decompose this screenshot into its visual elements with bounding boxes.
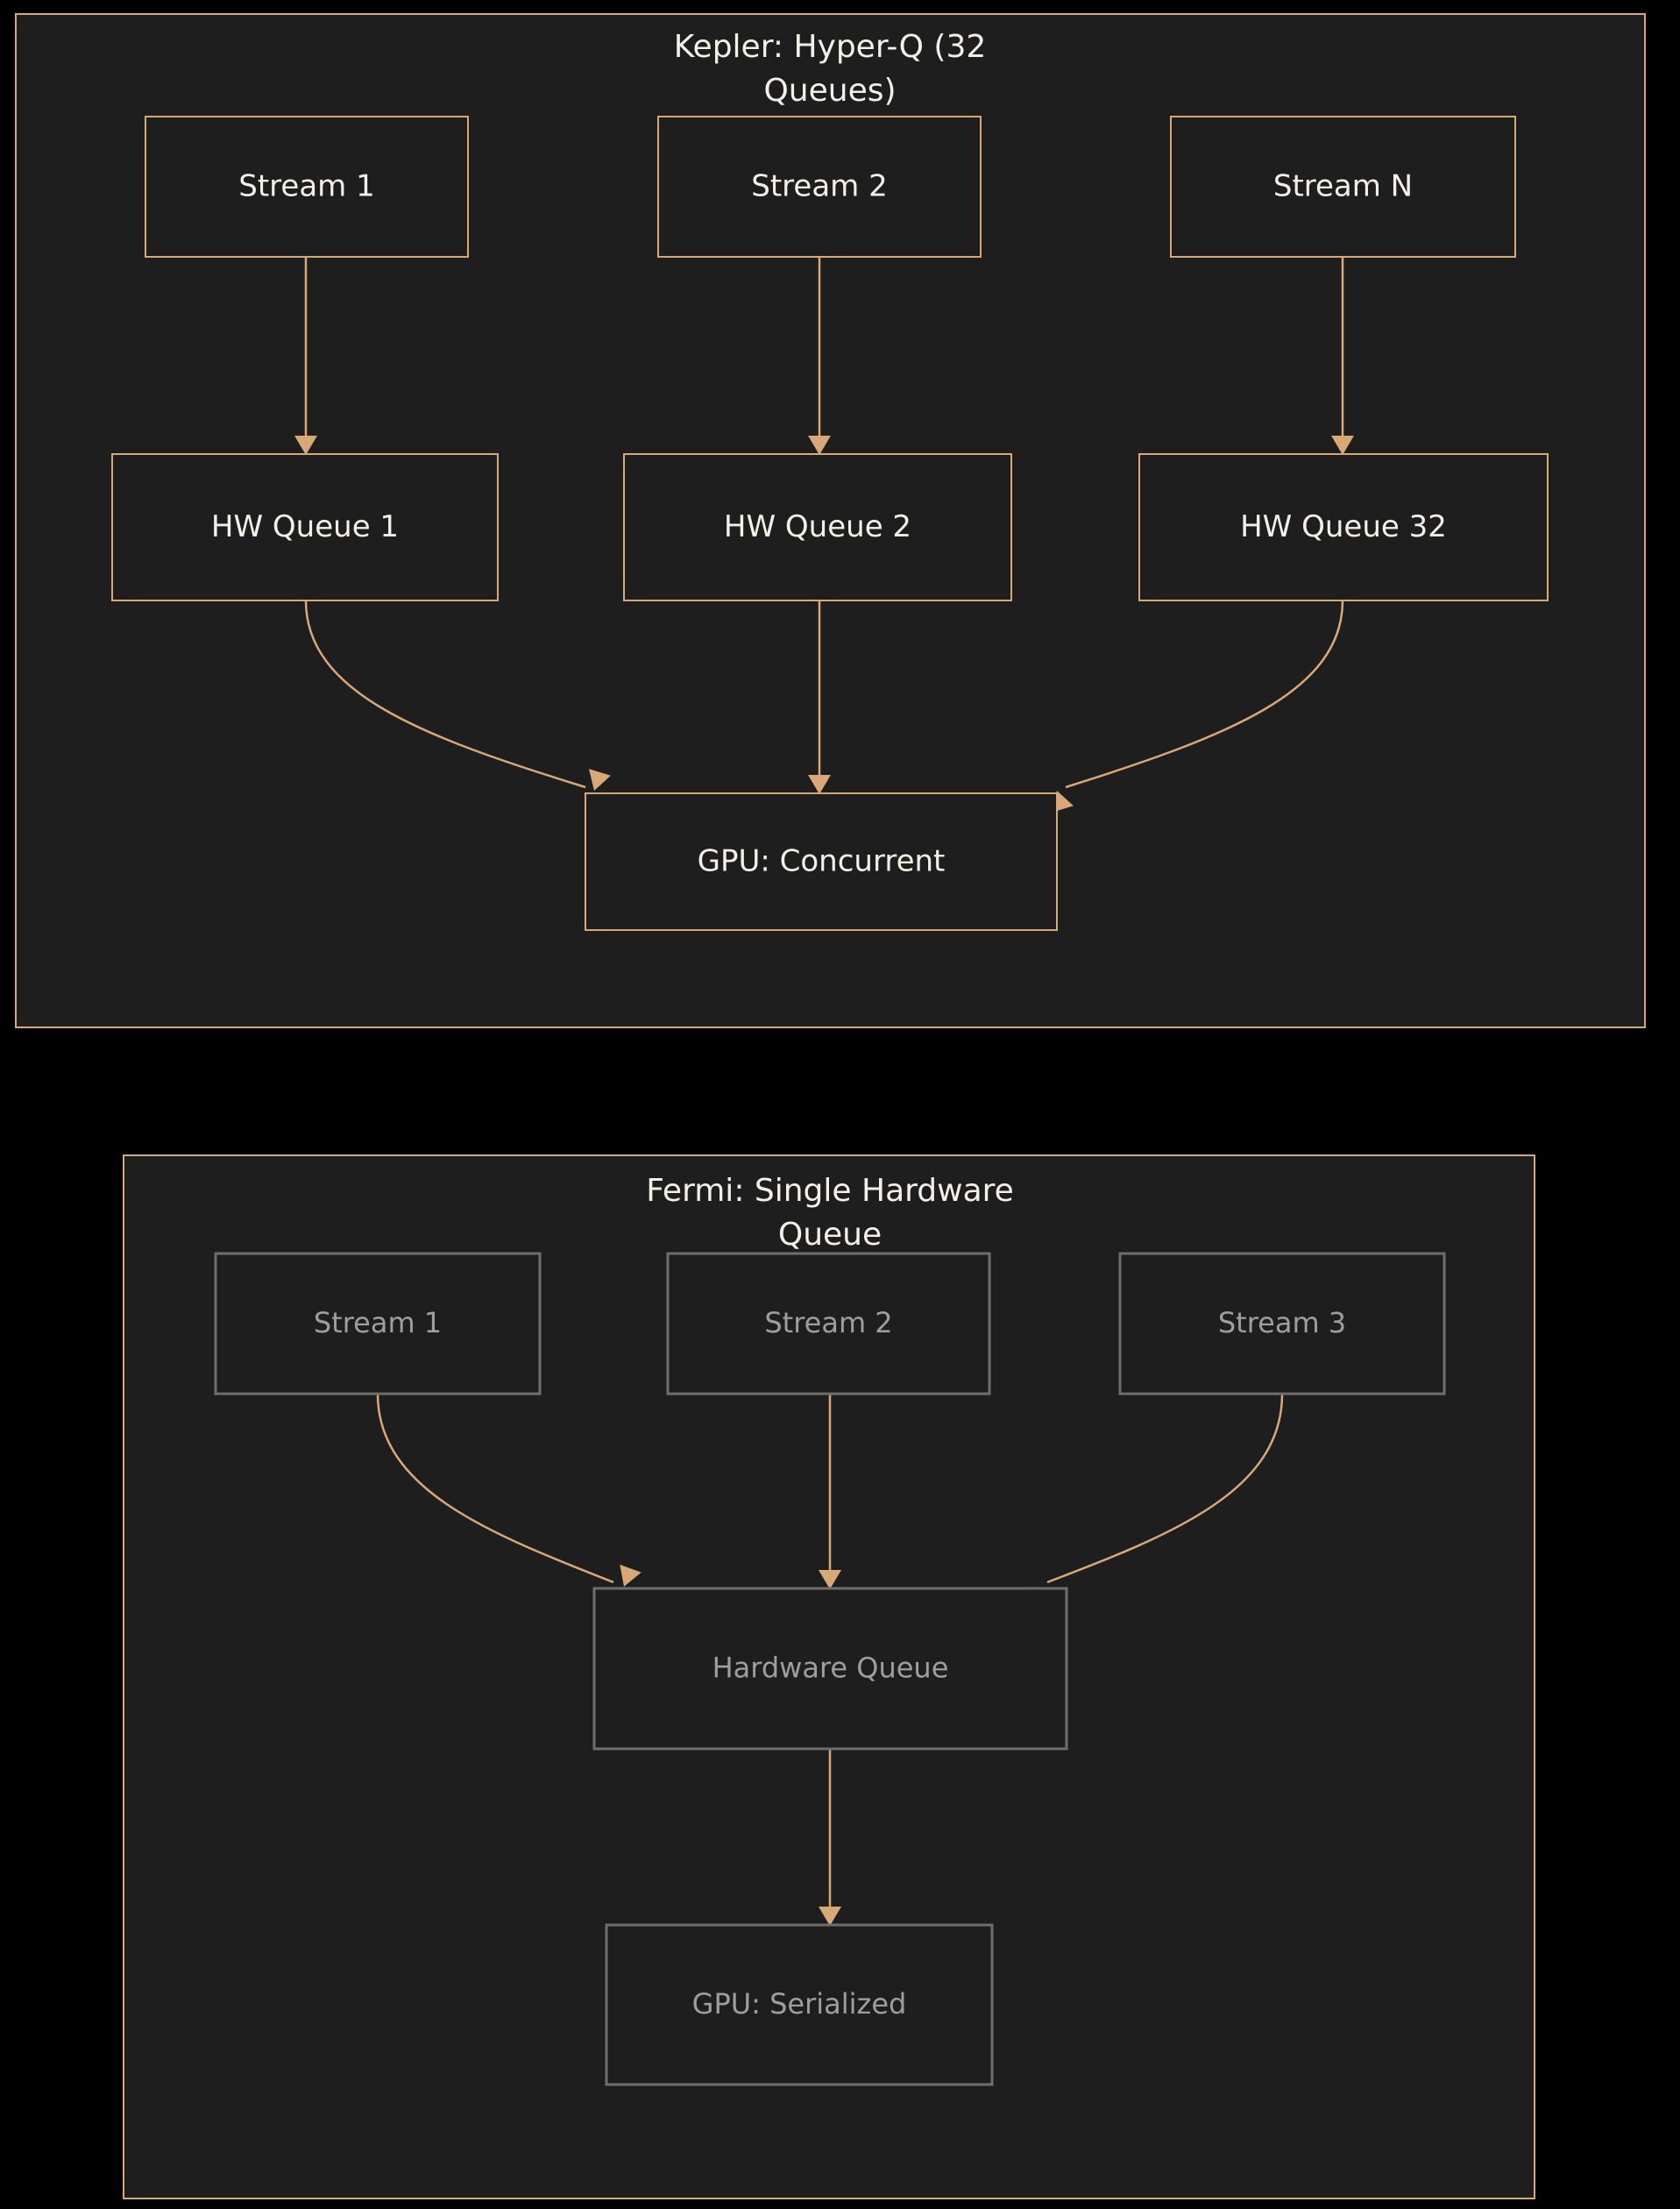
node-label-stream-1: Stream 1 (314, 1306, 442, 1339)
arrowhead-hwqueue1-to-gpu (589, 769, 611, 791)
node-kepler-gpu-concurrent[interactable]: GPU: Concurrent (585, 792, 1058, 931)
node-box-gpu-serialized[interactable] (605, 1923, 994, 2086)
arrowhead-stream2-to-hwqueue2 (808, 436, 831, 455)
node-label-hw-queue-1: HW Queue 1 (211, 509, 399, 544)
diagram-title-line2-fermi: Queue (778, 1217, 882, 1253)
node-box-stream-2[interactable] (666, 1252, 991, 1396)
node-label-gpu-concurrent: GPU: Concurrent (698, 844, 946, 879)
node-label-stream-1: Stream 1 (238, 169, 374, 204)
node-box-hw-queue-2[interactable] (623, 453, 1012, 601)
node-label-stream-2: Stream 2 (764, 1306, 892, 1339)
nodes-fermi: Stream 1 Stream 2 Stream 3 Hardware QueueGP… (214, 1252, 1446, 2086)
node-fermi-hardware-queue[interactable]: Hardware Queue (592, 1587, 1068, 1751)
node-kepler-hw-queue-32[interactable]: HW Queue 32 (1138, 453, 1549, 601)
node-label-hardware-queue: Hardware Queue (712, 1651, 949, 1685)
node-kepler-stream-2[interactable]: Stream 2 (657, 116, 982, 258)
node-box-hw-queue-1[interactable] (111, 453, 499, 601)
edge-curve-hwqueue32-to-gpu (1065, 600, 1344, 789)
diagram-title-line2-kepler: Queues) (763, 73, 896, 109)
node-box-stream-1[interactable] (214, 1252, 542, 1396)
node-kepler-hw-queue-1[interactable]: HW Queue 1 (111, 453, 499, 601)
node-box-stream-3[interactable] (1118, 1252, 1446, 1396)
arrowhead-streamn-to-hwqueue32 (1331, 436, 1354, 455)
node-label-gpu-serialized: GPU: Serialized (692, 1987, 907, 2021)
arrowhead-stream1-to-hwqueue1 (294, 436, 317, 455)
node-box-stream-n[interactable] (1170, 116, 1516, 258)
node-box-hw-queue-32[interactable] (1138, 453, 1549, 601)
node-kepler-hw-queue-2[interactable]: HW Queue 2 (623, 453, 1012, 601)
arrowhead-hwqueue-to-gpu (819, 1907, 841, 1926)
arrowhead-stream1-to-hwqueue (620, 1564, 642, 1587)
node-box-gpu-concurrent[interactable] (585, 792, 1058, 931)
node-fermi-stream-3[interactable]: Stream 3 (1118, 1252, 1446, 1396)
node-fermi-stream-1[interactable]: Stream 1 (214, 1252, 542, 1396)
arrowhead-stream2-to-hwqueue (819, 1570, 841, 1589)
edge-curve-hwqueue1-to-gpu (304, 600, 586, 789)
edge-curve-stream3-to-hwqueue (1046, 1393, 1284, 1584)
diagram-title-line1-fermi: Fermi: Single Hardware (646, 1173, 1014, 1209)
node-box-hardware-queue[interactable] (592, 1587, 1068, 1751)
node-kepler-stream-n[interactable]: Stream N (1170, 116, 1516, 258)
node-label-stream-3: Stream 3 (1218, 1306, 1346, 1339)
node-label-stream-2: Stream 2 (751, 169, 887, 204)
edge-curve-stream1-to-hwqueue (376, 1393, 614, 1584)
edges-kepler (294, 257, 1354, 813)
node-box-stream-2[interactable] (657, 116, 982, 258)
node-kepler-stream-1[interactable]: Stream 1 (145, 116, 469, 258)
node-box-stream-1[interactable] (145, 116, 469, 258)
node-label-hw-queue-2: HW Queue 2 (724, 509, 911, 544)
diagram-title-line1-kepler: Kepler: Hyper-Q (32 (674, 29, 987, 65)
node-fermi-stream-2[interactable]: Stream 2 (666, 1252, 991, 1396)
node-label-stream-n: Stream N (1273, 169, 1413, 204)
nodes-kepler: Stream 1 Stream 2 Stream N HW Queue 1 HW Que… (111, 116, 1549, 931)
arrowhead-hwqueue2-to-gpu (808, 775, 831, 794)
node-label-hw-queue-32: HW Queue 32 (1240, 509, 1447, 544)
node-fermi-gpu-serialized[interactable]: GPU: Serialized (605, 1923, 994, 2086)
